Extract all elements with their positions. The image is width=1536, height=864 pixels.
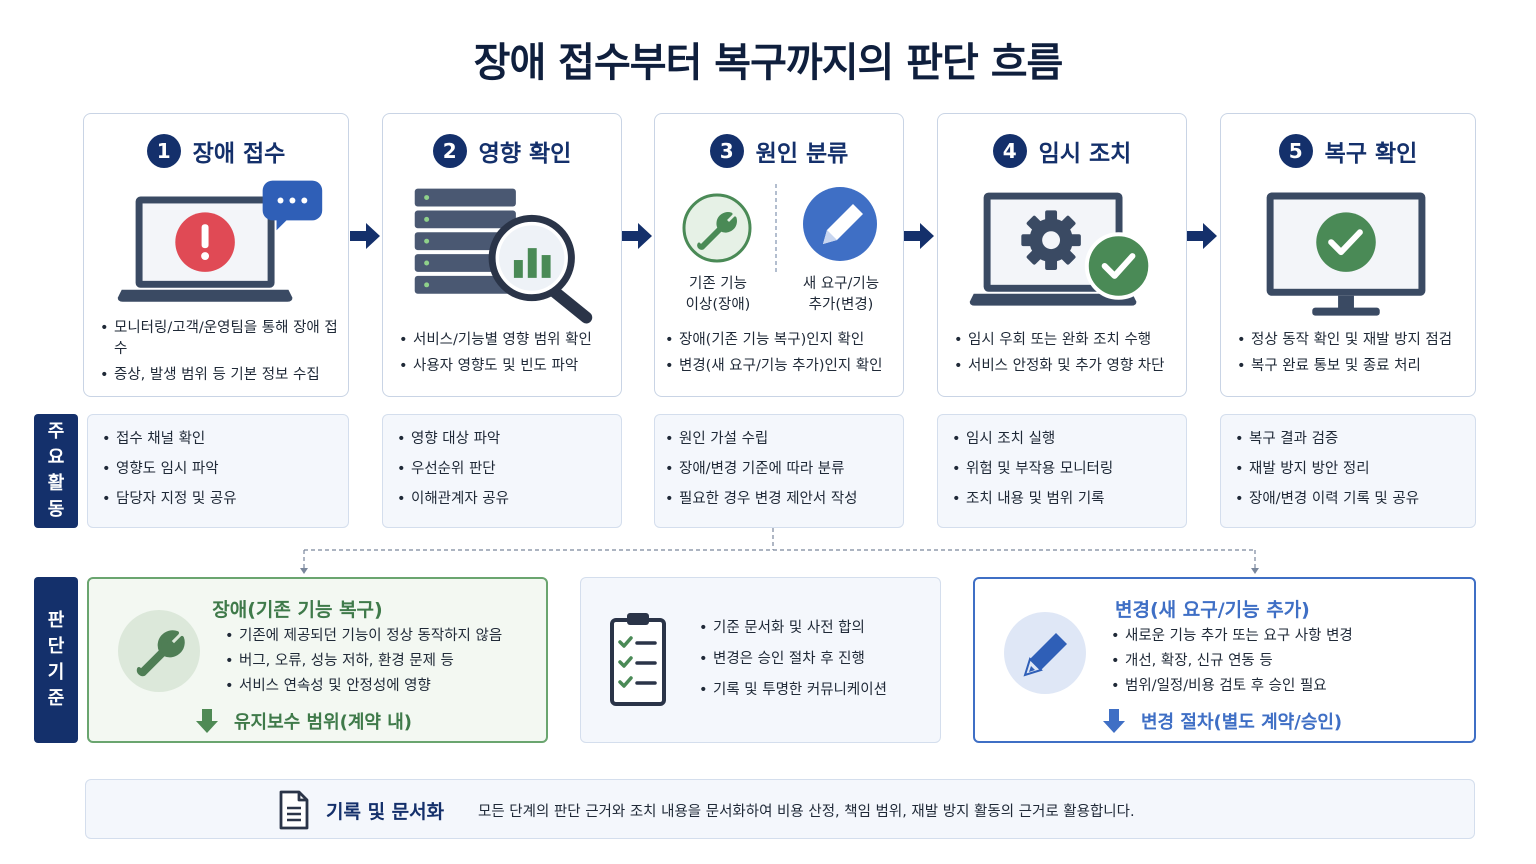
list-item: 새로운 기능 추가 또는 요구 사항 변경: [1111, 626, 1353, 647]
bullet-item: 서비스/기능별 영향 범위 확인: [399, 330, 611, 351]
server-search-icon: [414, 188, 593, 324]
list-item: 영향도 임시 파악: [102, 459, 340, 480]
list-item: 서비스 연속성 및 안정성에 영향: [225, 676, 502, 697]
category-failure-label: 기존 기능 이상(장애): [685, 276, 751, 313]
bullet-item: 모니터링/고객/운영팀을 통해 장애 접수: [100, 318, 338, 360]
list-item: 범위/일정/비용 검토 후 승인 필요: [1111, 676, 1353, 697]
list-item: 필요한 경우 변경 제안서 작성: [665, 489, 895, 510]
activity-box-recovery: 복구 결과 검증재발 방지 방안 정리장애/변경 이력 기록 및 공유: [1220, 414, 1476, 528]
activity-box-impact: 영향 대상 파악우선순위 판단이해관계자 공유: [382, 414, 622, 528]
step-number-4: 4: [992, 134, 1027, 168]
step-title: 영향 확인: [478, 141, 572, 167]
documentation-bar: 기록 및 문서화 모든 단계의 판단 근거와 조치 내용을 문서화하여 비용 산…: [85, 779, 1475, 839]
list-item: 기존에 제공되던 기능이 정상 동작하지 않음: [225, 626, 502, 647]
step-title: 장애 접수: [192, 141, 286, 167]
list-item: 접수 채널 확인: [102, 429, 340, 450]
documentation-title: 기록 및 문서화: [326, 801, 445, 823]
bullet-item: 변경(새 요구/기능 추가)인지 확인: [665, 356, 893, 377]
list-item: 이해관계자 공유: [397, 489, 613, 510]
bullet-item: 사용자 영향도 및 빈도 파악: [399, 356, 611, 377]
criteria-common-list: 기준 문서화 및 사전 합의 변경은 승인 절차 후 진행 기록 및 투명한 커…: [699, 618, 887, 705]
arrow-right-icon: [622, 223, 652, 249]
criteria-failure-title: 장애(기존 기능 복구): [212, 599, 383, 621]
step-title: 원인 분류: [755, 141, 849, 167]
arrow-right-icon: [904, 223, 934, 249]
list-item: 우선순위 판단: [397, 459, 613, 480]
step-number-2: 2: [432, 134, 467, 168]
step-title: 임시 조치: [1038, 141, 1132, 167]
list-item: 기록 및 투명한 커뮤니케이션: [699, 680, 887, 701]
bullet-item: 복구 완료 통보 및 종료 처리: [1237, 356, 1465, 377]
document-icon: [279, 790, 309, 830]
bullet-item: 임시 우회 또는 완화 조치 수행: [954, 330, 1176, 351]
category-change-label: 새 요구/기능 추가(변경): [802, 276, 880, 313]
criteria-change-list: 새로운 기능 추가 또는 요구 사항 변경 개선, 확장, 신규 연동 등 범위…: [1111, 626, 1353, 701]
list-item: 담당자 지정 및 공유: [102, 489, 340, 510]
step-card-impact: 2 영향 확인 서비스/기능별 영향 범위 확인 사용자 영향도 및 빈도 파악: [382, 113, 622, 397]
step-number-5: 5: [1278, 134, 1313, 168]
list-item: 변경은 승인 절차 후 진행: [699, 649, 887, 670]
step-number-3: 3: [709, 134, 744, 168]
step-bullets: 임시 우회 또는 완화 조치 수행 서비스 안정화 및 추가 영향 차단: [954, 330, 1176, 382]
criteria-common-box: 기준 문서화 및 사전 합의 변경은 승인 절차 후 진행 기록 및 투명한 커…: [580, 577, 941, 743]
list-item: 개선, 확장, 신규 연동 등: [1111, 651, 1353, 672]
list-item: 장애/변경 이력 기록 및 공유: [1235, 489, 1467, 510]
list-item: 영향 대상 파악: [397, 429, 613, 450]
pencil-icon: [1004, 612, 1086, 694]
page-title: 장애 접수부터 복구까지의 판단 흐름: [473, 40, 1064, 86]
criteria-failure-box: 장애(기존 기능 복구) 기존에 제공되던 기능이 정상 동작하지 않음 버그,…: [87, 577, 548, 743]
step-bullets: 장애(기존 기능 복구)인지 확인 변경(새 요구/기능 추가)인지 확인: [665, 330, 893, 382]
criteria-change-title: 변경(새 요구/기능 추가): [1115, 599, 1310, 621]
list-item: 위험 및 부작용 모니터링: [952, 459, 1178, 480]
list-item: 원인 가설 수립: [665, 429, 895, 450]
bullet-item: 서비스 안정화 및 추가 영향 차단: [954, 356, 1176, 377]
bullet-item: 정상 동작 확인 및 재발 방지 점검: [1237, 330, 1465, 351]
laptop-gear-check-icon: [969, 192, 1153, 306]
step-number-1: 1: [146, 134, 181, 168]
step-bullets: 모니터링/고객/운영팀을 통해 장애 접수 증상, 발생 범위 등 기본 정보 …: [100, 318, 338, 391]
step-title: 복구 확인: [1324, 141, 1418, 167]
monitor-check-icon: [1266, 192, 1426, 316]
bullet-item: 증상, 발생 범위 등 기본 정보 수집: [100, 365, 338, 386]
step-card-recovery: 5 복구 확인 정상 동작 확인 및 재발 방지 점검 복구 완료 통보 및 종…: [1220, 113, 1476, 397]
step-card-intake: 1 장애 접수 모니터링/고객/운영팀을 통해 장애 접수 증상, 발생 범위 …: [83, 113, 349, 397]
laptop-alert-icon: [117, 180, 323, 302]
step-bullets: 서비스/기능별 영향 범위 확인 사용자 영향도 및 빈도 파악: [399, 330, 611, 382]
arrow-right-icon: [1187, 223, 1217, 249]
wrench-icon: [118, 610, 200, 692]
list-item: 장애/변경 기준에 따라 분류: [665, 459, 895, 480]
activity-box-workaround: 임시 조치 실행위험 및 부작용 모니터링조치 내용 및 범위 기록: [937, 414, 1187, 528]
list-item: 버그, 오류, 성능 저하, 환경 문제 등: [225, 651, 502, 672]
step-card-classify: 3 원인 분류 기존 기능 이상(장애) 새 요구/기능 추가(변경) 장애(기…: [654, 113, 904, 397]
criteria-change-footer: 변경 절차(별도 계약/승인): [1103, 708, 1342, 734]
list-item: 조치 내용 및 범위 기록: [952, 489, 1178, 510]
arrow-down-icon: [196, 709, 218, 733]
list-item: 복구 결과 검증: [1235, 429, 1467, 450]
clipboard-checklist-icon: [610, 613, 666, 706]
branch-connector: [300, 528, 1259, 574]
criteria-change-box: 변경(새 요구/기능 추가) 새로운 기능 추가 또는 요구 사항 변경 개선,…: [973, 577, 1476, 743]
documentation-text: 모든 단계의 판단 근거와 조치 내용을 문서화하여 비용 산정, 책임 범위,…: [478, 804, 1135, 820]
list-item: 재발 방지 방안 정리: [1235, 459, 1467, 480]
arrow-down-icon: [1103, 709, 1125, 733]
activity-box-intake: 접수 채널 확인영향도 임시 파악담당자 지정 및 공유: [87, 414, 349, 528]
step-card-workaround: 4 임시 조치 임시 우회 또는 완화 조치 수행 서비스 안정화 및 추가 영…: [937, 113, 1187, 397]
activity-box-classify: 원인 가설 수립장애/변경 기준에 따라 분류필요한 경우 변경 제안서 작성: [654, 414, 904, 528]
criteria-failure-list: 기존에 제공되던 기능이 정상 동작하지 않음 버그, 오류, 성능 저하, 환…: [225, 626, 502, 701]
classify-icons: [682, 184, 877, 274]
list-item: 임시 조치 실행: [952, 429, 1178, 450]
bullet-item: 장애(기존 기능 복구)인지 확인: [665, 330, 893, 351]
criteria-failure-footer: 유지보수 범위(계약 내): [196, 708, 412, 734]
step-bullets: 정상 동작 확인 및 재발 방지 점검 복구 완료 통보 및 종료 처리: [1237, 330, 1465, 382]
list-item: 기준 문서화 및 사전 합의: [699, 618, 887, 639]
arrow-right-icon: [350, 223, 380, 249]
